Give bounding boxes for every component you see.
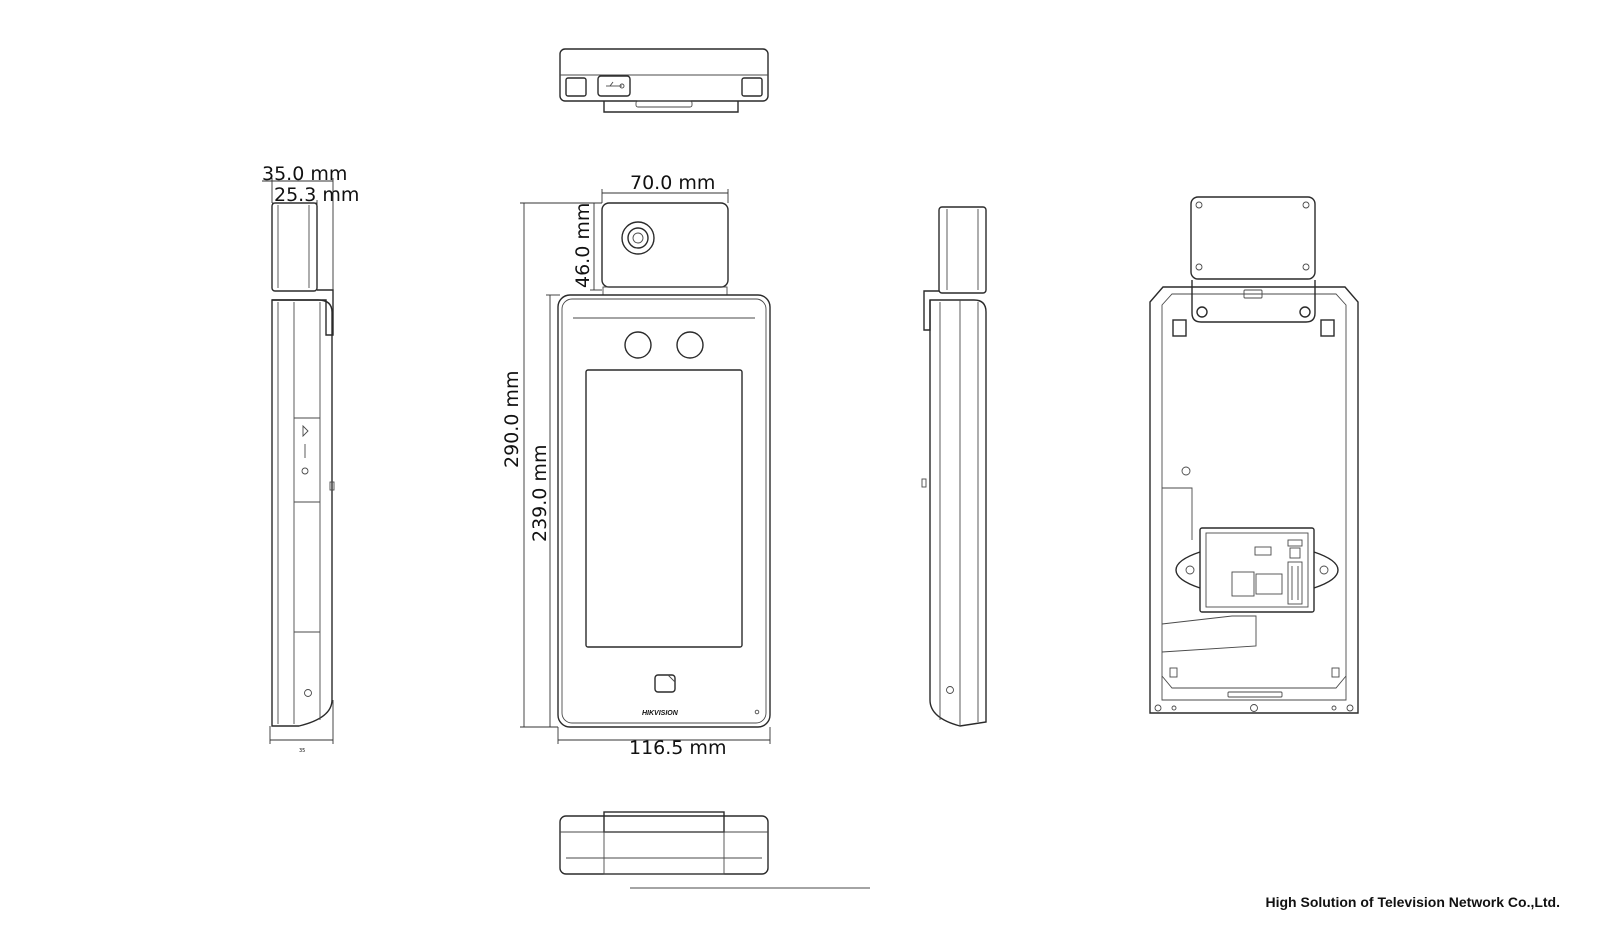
side-small-label: 35 bbox=[299, 748, 305, 754]
display-screen bbox=[585, 369, 743, 648]
module-height-label: 46.0 mm bbox=[572, 203, 594, 288]
right-side-view bbox=[921, 206, 987, 727]
footer-company-name: High Solution of Television Network Co.,… bbox=[1265, 894, 1560, 910]
left-side-view bbox=[262, 178, 335, 744]
bottom-view bbox=[559, 811, 870, 889]
card-reader-icon bbox=[654, 674, 676, 693]
camera-lens-right bbox=[676, 331, 704, 359]
front-view bbox=[520, 189, 771, 744]
camera-lens-left bbox=[624, 331, 652, 359]
rear-view bbox=[1149, 196, 1359, 714]
body-height-label: 239.0 mm bbox=[529, 445, 551, 542]
side-total-depth-label: 35.0 mm bbox=[262, 163, 347, 185]
module-width-label: 70.0 mm bbox=[630, 172, 715, 194]
usb-icon bbox=[606, 81, 625, 89]
usb-port-icon bbox=[301, 424, 309, 475]
top-view bbox=[559, 48, 769, 113]
body-width-label: 116.5 mm bbox=[629, 737, 726, 759]
total-height-label: 290.0 mm bbox=[501, 371, 523, 468]
brand-logo: HIKVISION bbox=[642, 710, 679, 717]
side-module-depth-label: 25.3 mm bbox=[274, 184, 359, 206]
